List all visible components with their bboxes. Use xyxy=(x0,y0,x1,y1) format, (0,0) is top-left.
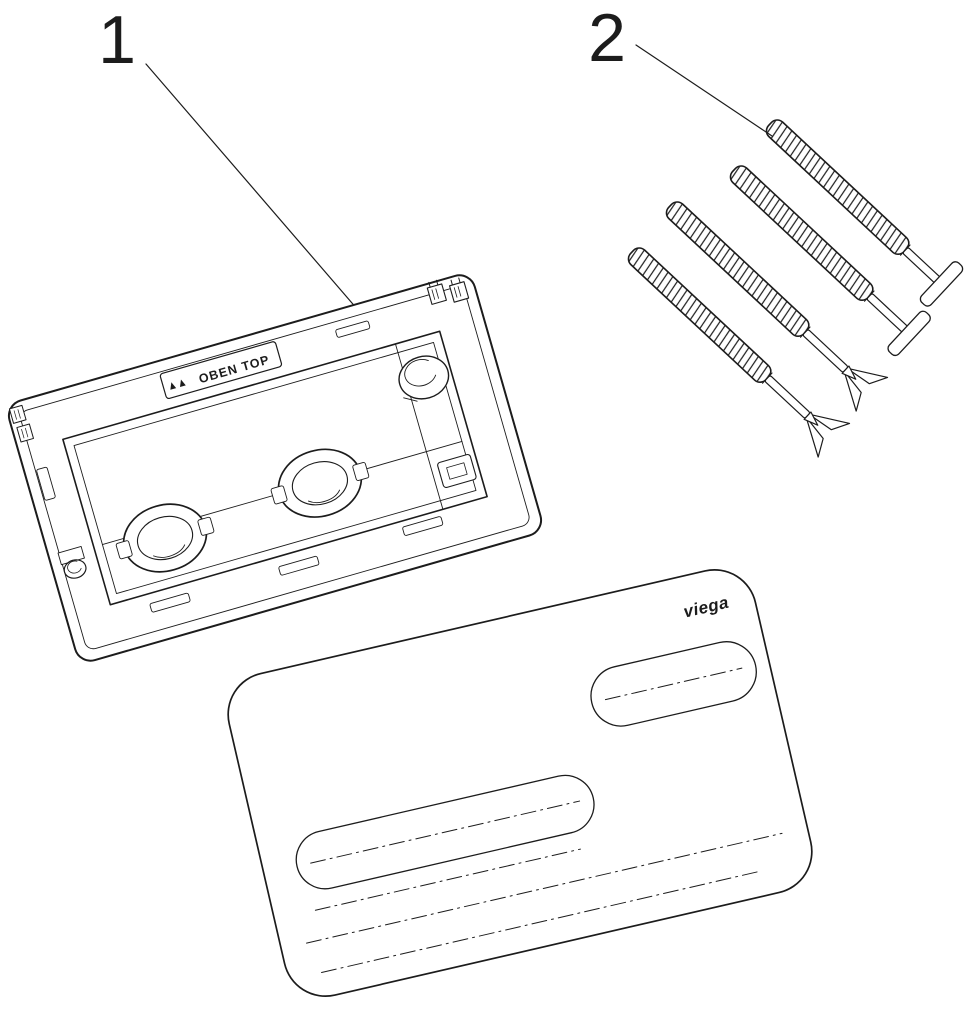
frame-rim-contour xyxy=(20,286,530,650)
groove-left-lower-line xyxy=(314,848,581,911)
top-right-clips xyxy=(426,277,470,305)
socket-tab-left xyxy=(115,540,133,560)
left-lock xyxy=(57,546,87,579)
top-slot xyxy=(335,320,371,338)
groove-left xyxy=(295,774,595,890)
left-rim-slot xyxy=(36,466,56,501)
socket-inner-ring xyxy=(136,515,194,561)
bottom-slot-3 xyxy=(402,516,444,536)
snap-clip xyxy=(448,281,470,303)
drawing-root: 1 2 OBEN TOP xyxy=(7,0,964,997)
groove-right-centerline xyxy=(604,667,743,701)
bottom-groove-line-1 xyxy=(306,832,783,944)
clip-hatch xyxy=(457,286,462,297)
toggle-tip xyxy=(803,411,819,426)
snap-clip xyxy=(8,404,27,424)
toggle-tip xyxy=(841,365,857,380)
bayonet-socket-1 xyxy=(115,503,215,573)
t-bar-end xyxy=(919,261,964,307)
clip-hatch xyxy=(17,409,21,419)
left-lock-spiral xyxy=(67,560,82,574)
cam-spiral xyxy=(404,359,437,387)
callout-number-1: 1 xyxy=(98,2,136,78)
t-bar-end xyxy=(887,310,931,357)
socket-detail-arc xyxy=(307,489,341,503)
groove-left-centerline xyxy=(310,800,581,864)
callout-leader-2 xyxy=(635,44,773,137)
toggle-wings xyxy=(805,413,851,458)
plate-outline xyxy=(227,569,813,997)
bolt-shaft xyxy=(902,247,941,284)
clip-hatch xyxy=(453,287,458,298)
oben-top-tag-plate xyxy=(159,341,283,400)
up-arrows-icon xyxy=(170,379,186,390)
clip-hatch xyxy=(435,288,439,299)
bottom-slot-1 xyxy=(149,592,191,613)
socket-tab-right xyxy=(197,516,215,536)
fixing-bolt-1 xyxy=(627,247,851,458)
fixing-bolt-2 xyxy=(665,201,889,412)
toggle-wings xyxy=(843,367,889,412)
bolt-threaded-rod xyxy=(765,119,910,255)
socket-detail-arc xyxy=(153,544,186,558)
fixing-bolt-3 xyxy=(729,165,931,357)
fixing-bolts xyxy=(627,119,964,458)
right-clip-slot xyxy=(446,462,468,480)
groove-right xyxy=(590,641,757,727)
clip-hatch xyxy=(25,427,29,438)
socket-tab-left xyxy=(270,485,288,505)
mounting-frame: OBEN TOP xyxy=(7,274,543,662)
socket-tab-right xyxy=(352,462,370,481)
fixing-bolt-4 xyxy=(765,119,964,307)
bolt-threaded-rod xyxy=(627,247,772,383)
cam-lever-line xyxy=(403,397,418,402)
callout-number-2: 2 xyxy=(588,0,626,76)
left-lock-knob xyxy=(63,559,87,579)
frame-opening-depth xyxy=(73,341,477,595)
snap-clip xyxy=(16,423,34,443)
bolt-shaft xyxy=(866,293,909,333)
snap-clip xyxy=(426,283,447,305)
bolt-shaft xyxy=(764,375,811,419)
clip-prongs xyxy=(428,279,439,288)
bottom-groove-line-2 xyxy=(321,871,759,974)
clip-prongs xyxy=(450,277,461,286)
actuator-cam xyxy=(398,355,450,402)
flush-plate: viega xyxy=(227,569,813,997)
socket-inner-ring xyxy=(291,461,349,506)
clip-hatch xyxy=(13,410,17,420)
clip-hatch xyxy=(21,429,25,439)
bayonet-socket-2 xyxy=(270,448,370,518)
bottom-slot-2 xyxy=(278,555,320,576)
callout-leader-1 xyxy=(145,63,359,311)
bolt-shaft xyxy=(802,329,849,373)
top-left-clips xyxy=(8,404,34,443)
clip-hatch xyxy=(431,289,436,300)
right-clip xyxy=(437,453,477,489)
cam-disc xyxy=(398,355,450,400)
